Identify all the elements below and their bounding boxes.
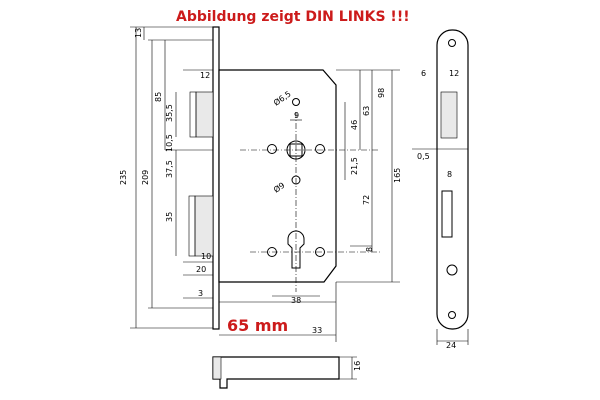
dim-209: 209: [141, 170, 150, 185]
heading-text: Abbildung zeigt DIN LINKS !!!: [176, 9, 410, 25]
dim-35: 35: [165, 212, 174, 222]
dim-3: 3: [198, 289, 203, 298]
dim-24-side: 24: [446, 341, 456, 350]
dim-37-5: 37,5: [165, 160, 174, 178]
faceplate-front-view: 6 12 0,5 8 24: [412, 29, 469, 350]
lock-body: [188, 26, 380, 330]
dim-85: 85: [154, 92, 163, 102]
dim-46: 46: [350, 120, 359, 130]
dim-98: 98: [377, 88, 386, 98]
dim-10-5: 10,5: [165, 134, 174, 152]
dim-8-side: 8: [447, 170, 452, 179]
right-dimensions: Ø6,5 Ø9 9 46 21,5 63 98 72 165 8 38 33 6…: [219, 69, 402, 342]
dim-63: 63: [362, 106, 371, 116]
dim-20: 20: [196, 265, 206, 274]
bolt-side-view: 16: [212, 356, 362, 389]
dim-12-side: 12: [449, 69, 459, 78]
dim-35-5: 35,5: [165, 104, 174, 122]
dim-12-left: 12: [200, 71, 210, 80]
dim-0-5-side: 0,5: [417, 152, 430, 161]
left-dimensions: 235 13 209 85 35,5 10,5 37,5 35 12 10 20…: [119, 26, 213, 329]
dim-38: 38: [291, 296, 301, 305]
dim-33: 33: [312, 326, 322, 335]
dim-16: 16: [353, 361, 362, 371]
dim-9-spindle: 9: [294, 111, 299, 120]
dim-21-5: 21,5: [350, 157, 359, 175]
dim-6-side: 6: [421, 69, 426, 78]
dim-8-right: 8: [365, 247, 374, 252]
dim-10-left: 10: [201, 252, 211, 261]
dim-235: 235: [119, 170, 128, 185]
dim-165: 165: [393, 168, 402, 183]
dim-13: 13: [134, 28, 143, 38]
dim-72: 72: [362, 195, 371, 205]
backset-label: 65 mm: [227, 316, 288, 335]
